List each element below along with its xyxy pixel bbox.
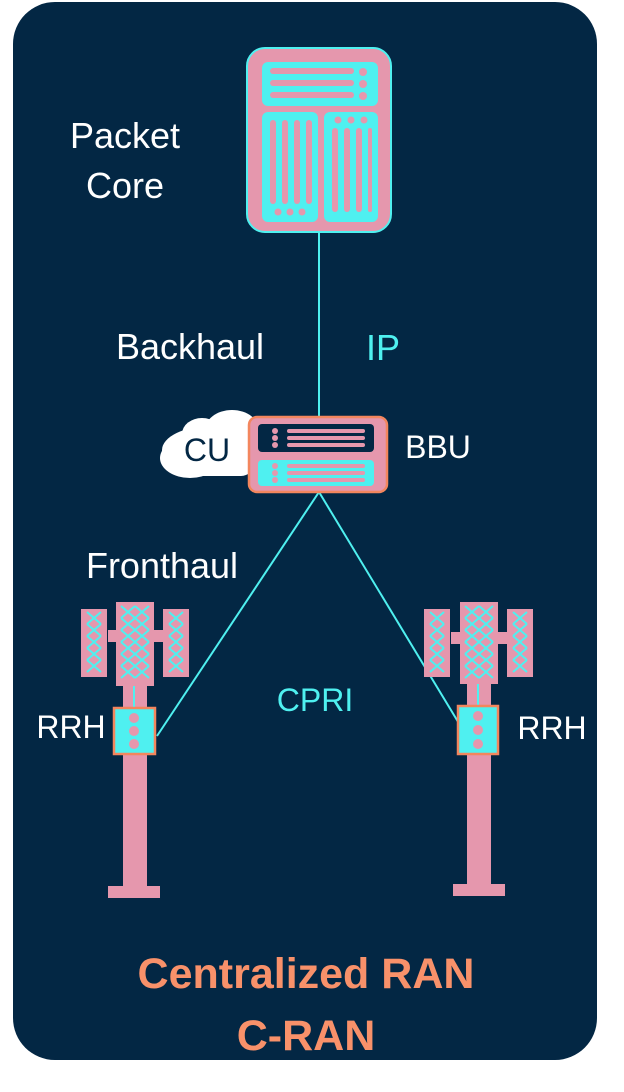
cu-cloud-icon <box>160 410 262 478</box>
fronthaul-link-left <box>156 491 320 737</box>
backhaul-label: Backhaul <box>116 326 264 367</box>
fronthaul-link-right <box>318 491 464 731</box>
diagram-title-line1: Centralized RAN <box>138 950 475 998</box>
cell-tower-left-icon <box>81 602 189 898</box>
diagram-title-line2: C-RAN <box>237 1012 376 1060</box>
cpri-label: CPRI <box>277 682 353 718</box>
bbu-server-icon <box>247 415 389 494</box>
rrh-left-label: RRH <box>36 709 105 745</box>
packet-core-label-line2: Core <box>86 165 164 206</box>
packet-core-server-icon <box>246 47 392 233</box>
cell-tower-right-icon <box>424 602 533 896</box>
connection-lines <box>156 230 464 737</box>
bbu-label: BBU <box>405 429 471 465</box>
ip-label: IP <box>366 327 400 368</box>
fronthaul-label: Fronthaul <box>86 545 238 586</box>
cu-label: CU <box>184 432 230 468</box>
packet-core-label-line1: Packet <box>70 115 180 156</box>
rrh-right-label: RRH <box>517 710 586 746</box>
